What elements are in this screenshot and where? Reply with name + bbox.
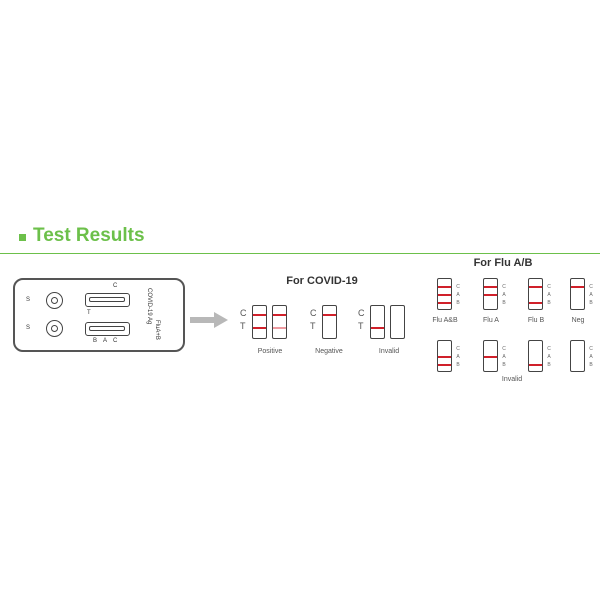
top-window-c-label: C [113,283,118,289]
faint-test-band [273,327,286,329]
covid-negative-label: Negative [315,348,343,355]
covid-positive-t-label: T [240,321,246,331]
sample-well-top [46,292,63,309]
product-label-flu: FluA+B [154,320,160,340]
flu-result-label: Flu A [483,317,499,324]
title-divider [0,253,600,254]
bottom-window-a-label: A [103,338,108,344]
covid-invalid-label: Invalid [378,348,400,355]
covid-negative-c-label: C [310,308,317,318]
sample-well-label-top: S [26,297,31,303]
flu-invalid-label: Invalid [501,376,523,383]
bottom-window-b-label: B [93,338,98,344]
flu-band-c [438,286,451,288]
covid-positive-c-label: C [240,308,247,318]
flu-strip-8 [570,340,585,372]
covid-positive-strip-1 [252,305,267,339]
control-band [273,314,286,316]
covid-invalid-strip-1 [370,305,385,339]
flu-band-c [484,286,497,288]
flu-band-b [438,302,451,304]
control-band [323,314,336,316]
covid-positive-label: Positive [257,348,283,355]
test-cassette: S S C T C A B COVID-19 Ag FluA+B [13,278,185,352]
flu-strip-5 [437,340,452,372]
flu-band-a [484,294,497,296]
flu-strip-1 [437,278,452,310]
flu-section-title: For Flu A/B [473,257,533,269]
covid-invalid-t-label: T [358,321,364,331]
flu-band-a [438,356,451,358]
flu-result-label: Flu B [527,317,545,324]
result-window-covid [85,293,130,307]
flu-band-c [529,286,542,288]
flu-band-b [529,302,542,304]
result-window-flu [85,322,130,336]
flu-result-label: Flu A&B [432,317,458,324]
flu-band-b [529,364,542,366]
top-window-t-label: T [87,310,91,316]
sample-well-bottom [46,320,63,337]
covid-negative-strip [322,305,337,339]
flu-strip-7 [528,340,543,372]
flu-band-c [571,286,584,288]
covid-invalid-strip-2 [390,305,405,339]
test-band [371,327,384,329]
bottom-window-c-label: C [113,338,118,344]
flu-band-a [484,356,497,358]
sample-well-label-bottom: S [26,325,31,331]
flu-band-a [438,294,451,296]
flu-strip-2 [483,278,498,310]
covid-positive-strip-2 [272,305,287,339]
flu-result-label: Neg [571,317,585,324]
covid-invalid-c-label: C [358,308,365,318]
product-label-covid: COVID-19 Ag [146,288,152,325]
covid-negative-t-label: T [310,321,316,331]
flu-strip-4 [570,278,585,310]
title-bullet-icon [19,234,26,241]
test-band [253,327,266,329]
flu-strip-6 [483,340,498,372]
page-title: Test Results [33,225,145,246]
covid-section-title: For COVID-19 [286,275,358,287]
flu-strip-3 [528,278,543,310]
control-band [253,314,266,316]
flu-band-b [438,364,451,366]
arrow-right-icon [190,312,228,328]
